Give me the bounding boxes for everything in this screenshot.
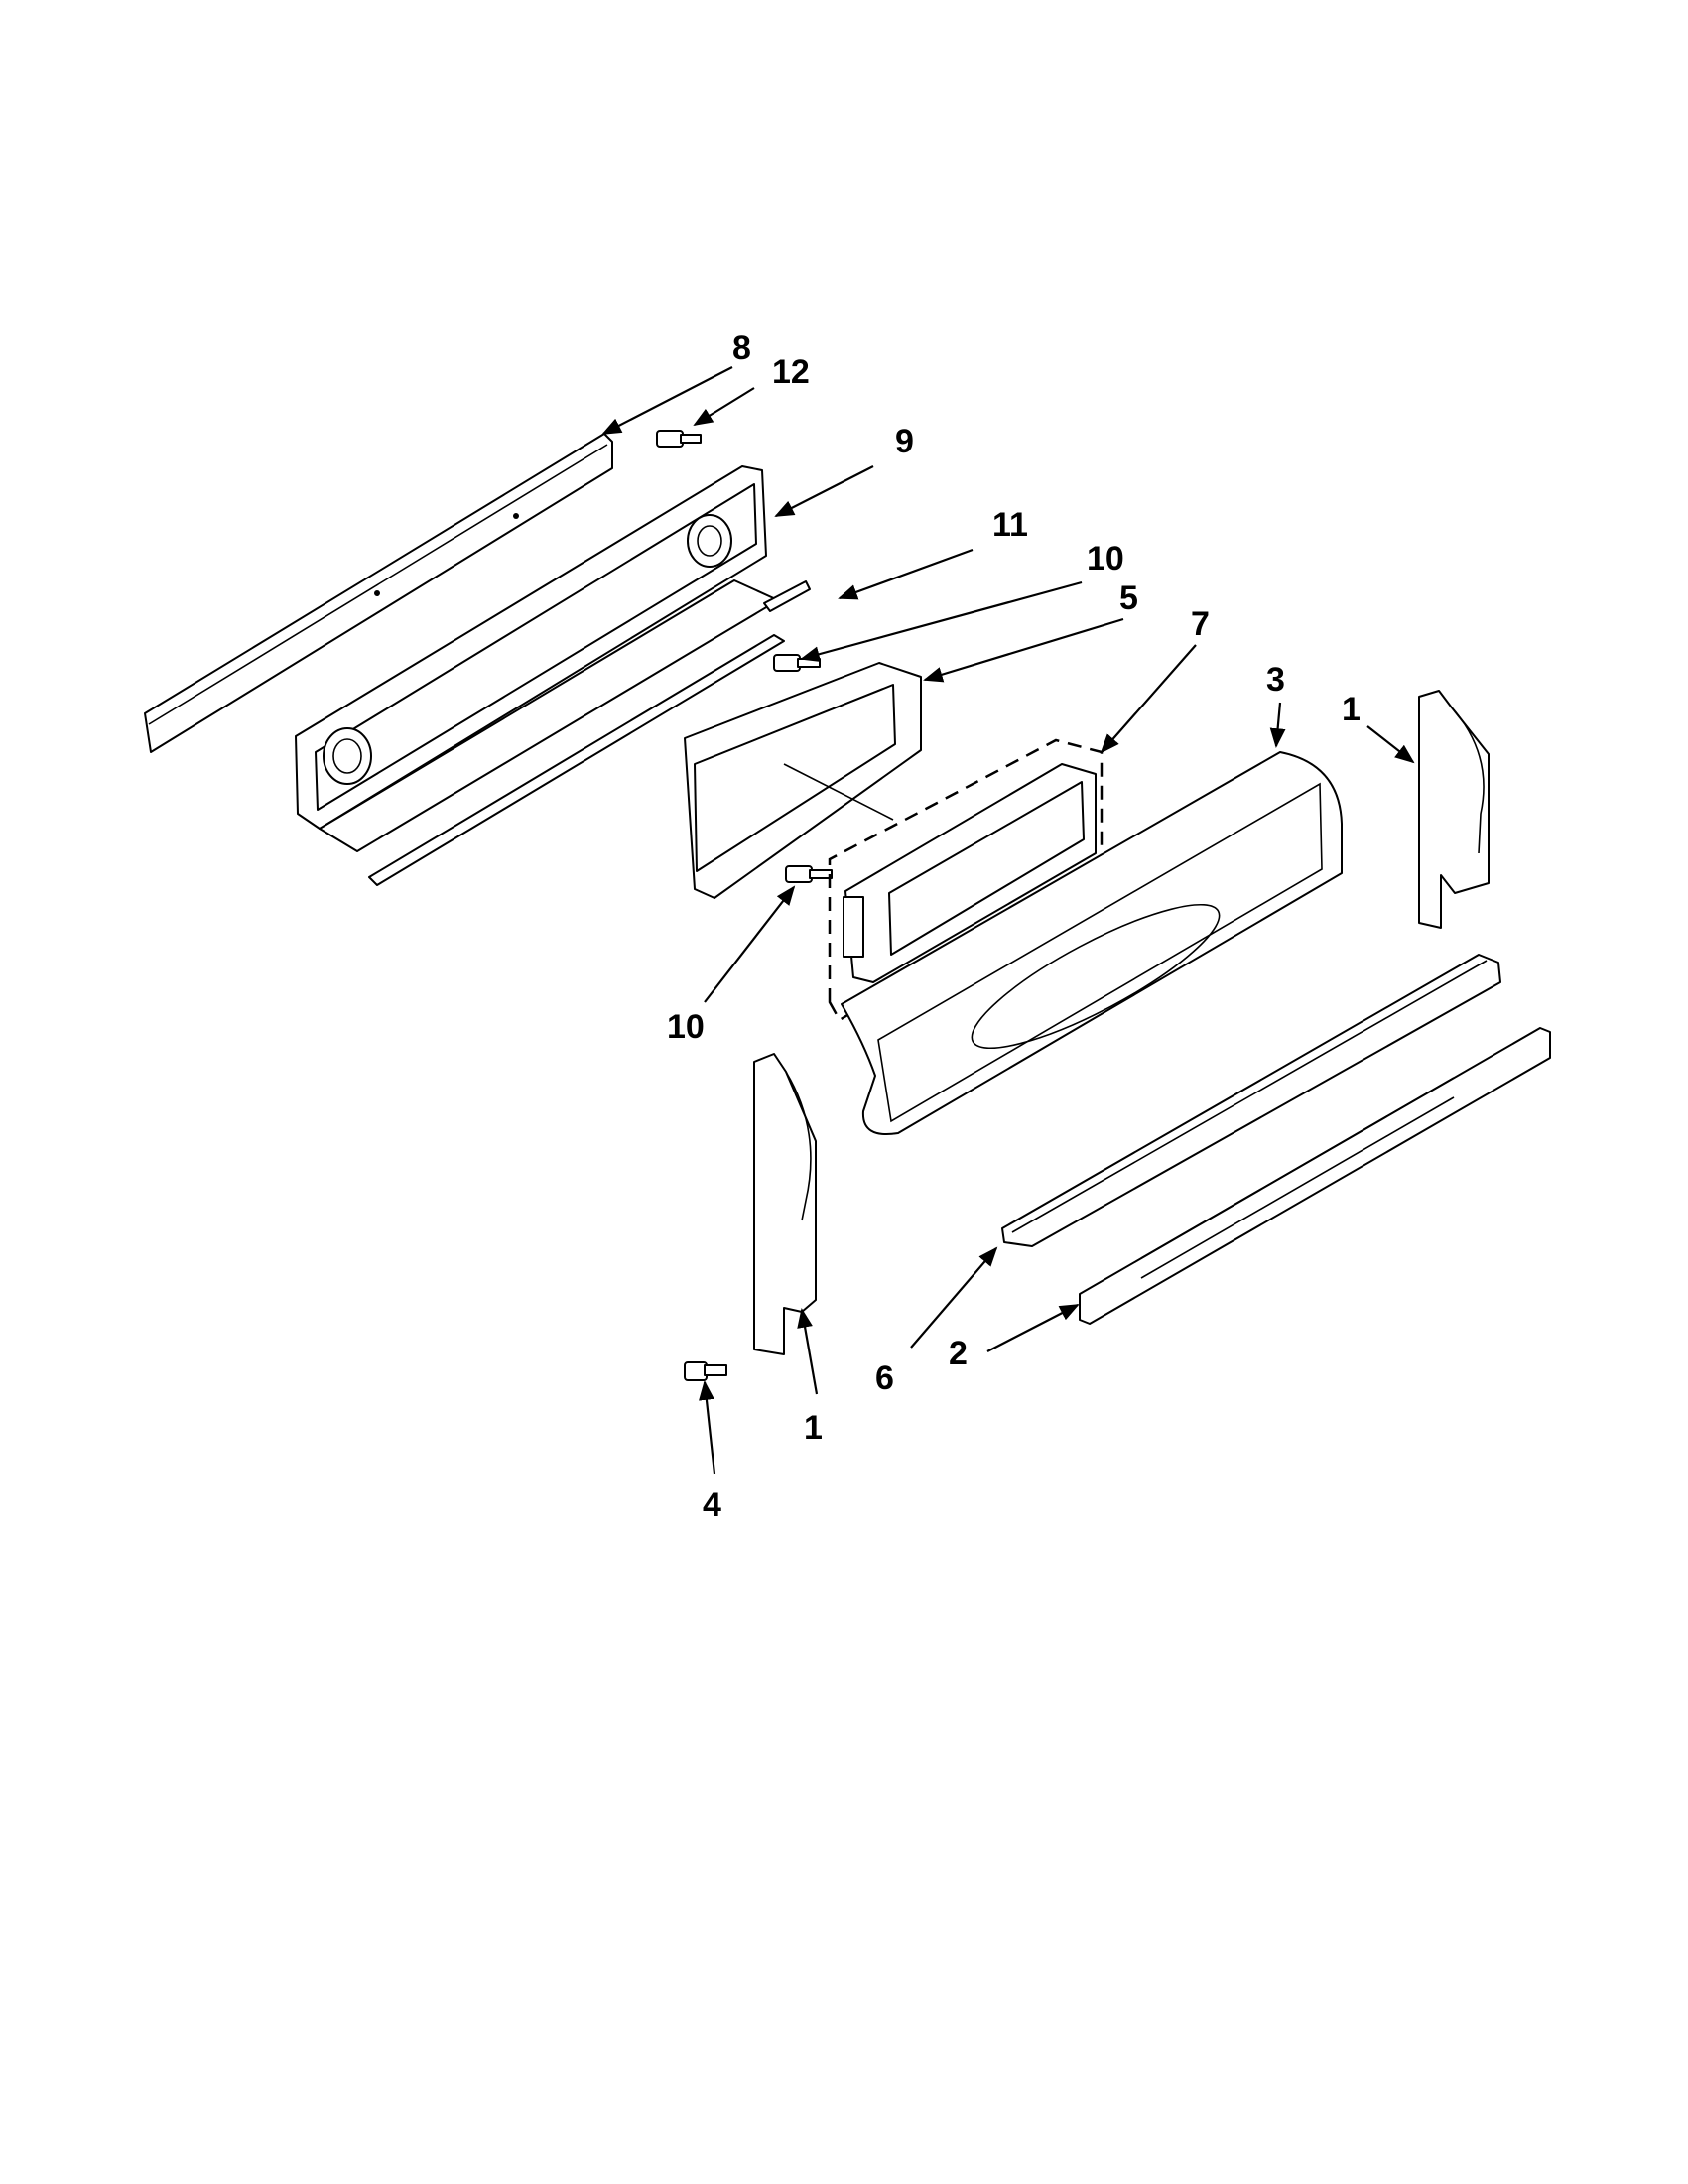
screw-12-part: [656, 430, 702, 448]
callout-3: 3: [1266, 661, 1285, 699]
callout-labels: 8 12 9 11 10 5 7 3 1 10 1 6 2 4: [667, 329, 1361, 1524]
callout-5: 5: [1119, 579, 1138, 617]
leader-lines: [601, 366, 1415, 1475]
callout-7: 7: [1191, 605, 1210, 643]
callout-1-right: 1: [1342, 691, 1361, 728]
callout-10-upper: 10: [1087, 540, 1124, 578]
control-board-part: [828, 738, 1104, 1022]
control-bracket-part: [684, 662, 922, 899]
callout-6: 6: [875, 1359, 894, 1397]
end-cap-right-part: [1418, 690, 1490, 929]
callout-10-lower: 10: [667, 1008, 705, 1046]
screw-4-part: [684, 1361, 727, 1381]
rear-panel-part: [144, 433, 613, 753]
screw-10-lower-part: [785, 865, 833, 883]
console-panel-part: [841, 751, 1343, 1135]
trim-strip-part: [1001, 954, 1501, 1247]
end-cap-left-part: [753, 1053, 817, 1355]
callout-8: 8: [732, 329, 751, 367]
vent-trim-part: [1079, 1027, 1551, 1325]
callout-2: 2: [949, 1335, 968, 1372]
callout-11: 11: [992, 506, 1028, 544]
console-housing-part: [295, 465, 811, 886]
callout-1-left: 1: [804, 1409, 823, 1447]
callout-4: 4: [703, 1486, 721, 1524]
callout-9: 9: [895, 423, 914, 460]
callout-12: 12: [772, 353, 810, 391]
screw-10-upper-part: [773, 654, 821, 672]
